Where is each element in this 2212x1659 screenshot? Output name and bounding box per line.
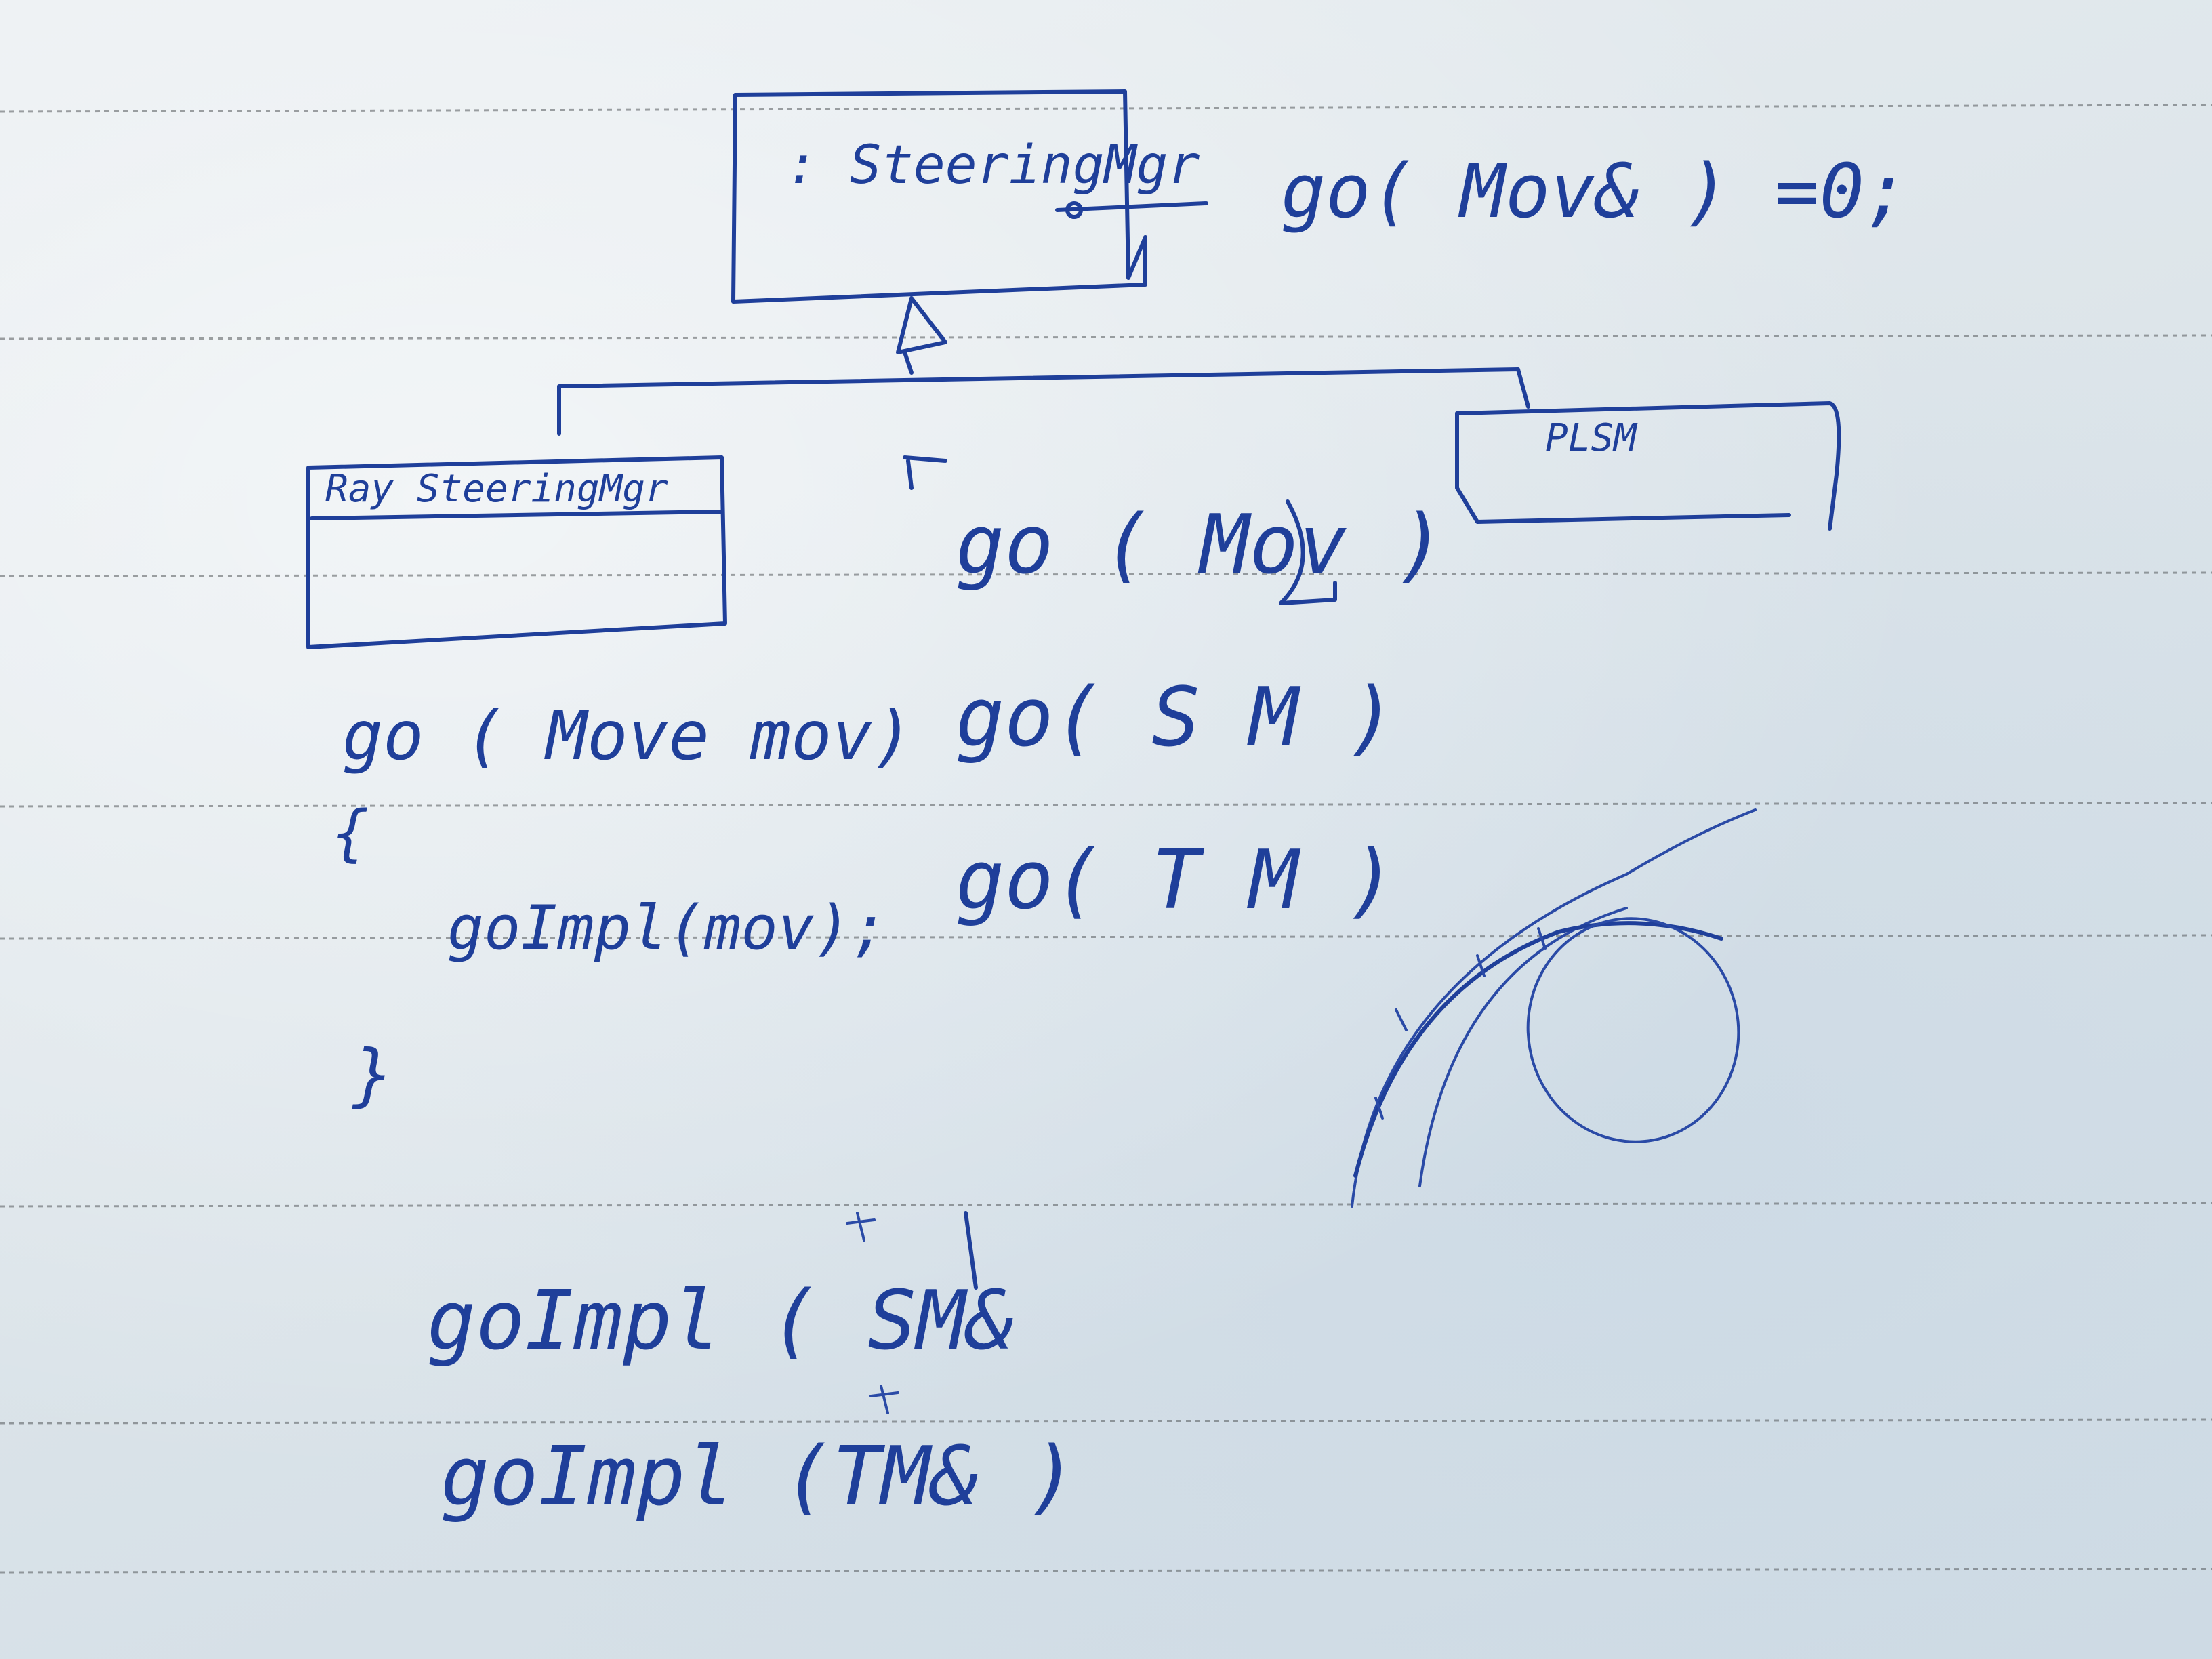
base-class-method: go( Mov& ) =0;: [1281, 148, 1909, 234]
impl-body: goImpl(mov);: [447, 893, 888, 964]
return-arrow: [903, 455, 1337, 605]
impl-overload-sm: goImpl ( SM&: [427, 1274, 1015, 1368]
impl-signature: go ( Move mov): [342, 696, 914, 775]
overload-mov: go ( Mov ): [956, 498, 1445, 592]
overload-tm: go( T M ): [956, 834, 1396, 928]
impl-open-brace: {: [332, 798, 369, 869]
left-subclass-box: [306, 455, 727, 649]
curve-sketch: [1351, 808, 1757, 1208]
overload-sm: go( S M ): [956, 671, 1396, 765]
right-subclass-box: [1455, 401, 1841, 531]
base-class-box: [731, 89, 1208, 304]
annotation-marks: [846, 1211, 978, 1414]
impl-overload-tm: goImpl (TM& ): [441, 1430, 1077, 1524]
ruled-lines: [0, 104, 2212, 1574]
right-subclass-name: PLSM: [1545, 416, 1638, 460]
base-class-name: : SteeringMgr: [786, 135, 1200, 196]
impl-close-brace: }: [352, 1035, 393, 1114]
left-subclass-name: Ray SteeringMgr: [325, 467, 668, 511]
inheritance-arrow: [557, 296, 1530, 436]
